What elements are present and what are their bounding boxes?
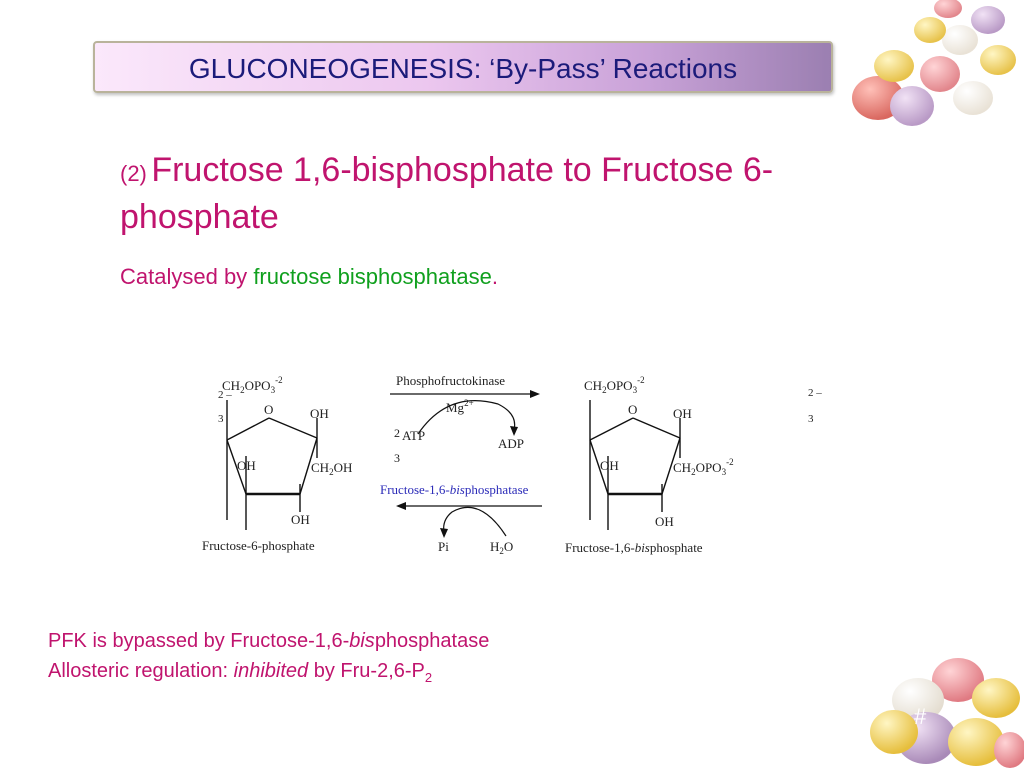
notes-block: PFK is bypassed by Fructose-1,6-bisphosp… <box>48 626 489 693</box>
catalysed-prefix: Catalysed by <box>120 264 248 289</box>
heading-number: (2) <box>120 161 147 186</box>
reverse-reaction: Fructose-1,6-bisphosphatase Pi H2O <box>380 482 542 556</box>
forward-reactant: ATP <box>402 428 425 443</box>
note-allosteric-regulation: Allosteric regulation: inhibited by Fru-… <box>48 660 433 685</box>
left-ring-oxygen: O <box>264 402 273 417</box>
right-oh-bottom: OH <box>655 514 674 529</box>
forward-curve-arrowhead <box>510 426 518 436</box>
right-molecule-name: Fructose-1,6-bisphosphate <box>565 540 703 555</box>
left-top-group: CH2OPO3-2 <box>222 375 283 395</box>
right-right-group: CH2OPO3-2 <box>673 457 734 477</box>
right-ring-oxygen: O <box>628 402 637 417</box>
fructose-1-6-bisphosphate-structure: CH2OPO3-2 O OH OH CH2OPO3-2 OH Fructose-… <box>565 375 734 555</box>
left-molecule-name: Fructose-6-phosphate <box>202 538 315 553</box>
forward-product: ADP <box>498 436 524 451</box>
catalysed-by-line: Catalysed by fructose bisphosphatase. <box>120 264 498 290</box>
left-stray-charge-top: 2 – <box>218 389 232 401</box>
candy-eggs-bottom-right-image <box>870 658 1024 768</box>
forward-reaction: Phosphofructokinase Mg2+ ATP 2 3 ADP <box>390 373 540 465</box>
right-oh-right: OH <box>673 406 692 421</box>
heading-text: Fructose 1,6-bisphosphate to Fructose 6-… <box>120 151 774 236</box>
reverse-enzyme-label: Fructose-1,6-bisphosphatase <box>380 482 529 497</box>
reaction-scheme: CH2OPO3-2 2 – 3 O OH OH CH2OH OH Fructos… <box>202 373 822 556</box>
slide-title-box: GLUCONEOGENESIS: ‘By-Pass’ Reactions <box>93 41 833 93</box>
left-oh-left: OH <box>237 458 256 473</box>
forward-enzyme-label: Phosphofructokinase <box>396 373 505 388</box>
catalysed-suffix: . <box>491 264 498 289</box>
catalysed-enzyme: fructose bisphosphatase <box>253 264 492 289</box>
forward-stray-bottom: 3 <box>394 451 400 465</box>
right-oh-left: OH <box>600 458 619 473</box>
right-stray-charge-bottom: 3 <box>808 413 814 425</box>
reverse-arrowhead <box>396 502 406 510</box>
candy-eggs-top-right-image <box>852 0 1016 126</box>
reverse-curve-arrowhead <box>440 528 448 538</box>
left-oh-right: OH <box>310 406 329 421</box>
left-stray-charge-bottom: 3 <box>218 413 224 425</box>
forward-cofactor: Mg2+ <box>446 398 474 415</box>
right-top-group: CH2OPO3-2 <box>584 375 645 395</box>
left-oh-bottom: OH <box>291 512 310 527</box>
right-stray-charge-top: 2 – <box>808 387 822 399</box>
slide-title: GLUCONEOGENESIS: ‘By-Pass’ Reactions <box>188 53 738 84</box>
reverse-product: Pi <box>438 539 449 554</box>
forward-stray-top: 2 <box>394 426 400 440</box>
fructose-6-phosphate-structure: CH2OPO3-2 2 – 3 O OH OH CH2OH OH Fructos… <box>202 375 352 553</box>
reverse-reactant: H2O <box>490 539 513 556</box>
reaction-heading: (2) Fructose 1,6-bisphosphate to Fructos… <box>120 150 920 244</box>
left-right-group: CH2OH <box>311 460 352 477</box>
note-pfk-bypass: PFK is bypassed by Fructose-1,6-bisphosp… <box>48 630 490 652</box>
page-number-marker: # <box>914 704 927 729</box>
forward-arrowhead <box>530 390 540 398</box>
